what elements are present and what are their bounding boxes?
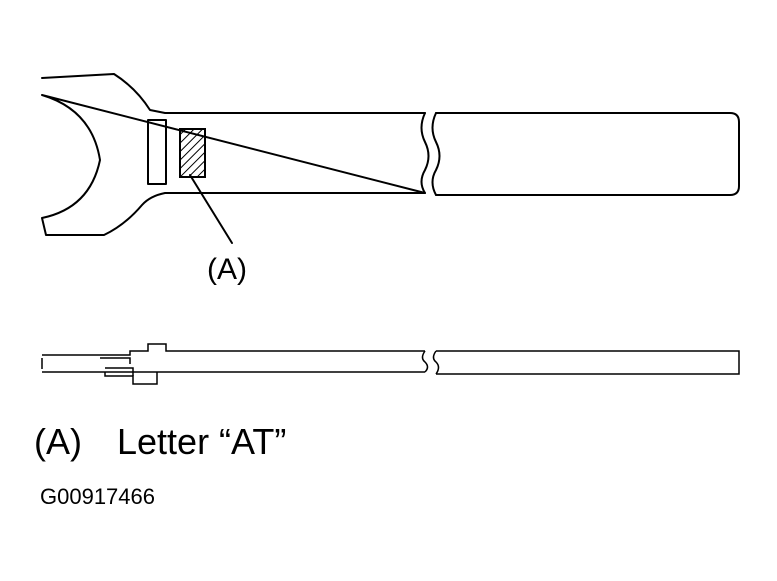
legend-text: Letter “AT” xyxy=(117,421,286,462)
side-view-break-left xyxy=(421,350,429,373)
figure-id: G00917466 xyxy=(40,484,155,509)
wrench-jaw-head xyxy=(41,73,426,236)
wrench-top-view: (A) xyxy=(41,73,740,286)
wrench-side-view xyxy=(41,343,740,385)
wrench-slot xyxy=(147,119,167,185)
handle-break-left xyxy=(420,112,430,194)
side-view-handle xyxy=(436,350,740,375)
legend-key: (A) xyxy=(34,421,82,462)
handle-break-right xyxy=(431,112,441,196)
letter-marking-area xyxy=(179,128,206,178)
side-view-break-right xyxy=(432,350,440,375)
callout-label: (A) xyxy=(207,253,247,286)
wrench-handle xyxy=(435,112,740,196)
side-view-body xyxy=(42,343,425,385)
legend: (A) Letter “AT” xyxy=(34,421,286,462)
side-view-inner-edge xyxy=(100,357,134,376)
callout-leader-line xyxy=(189,174,233,244)
